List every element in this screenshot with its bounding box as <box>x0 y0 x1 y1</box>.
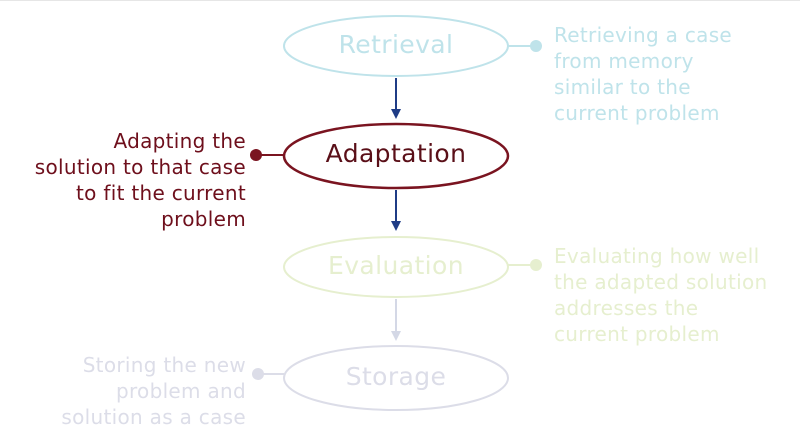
evaluation-node <box>283 236 509 298</box>
retrieval-label: Retrieval <box>338 30 454 59</box>
storage-note-line: Storing the new <box>82 353 246 377</box>
top-border <box>0 0 800 1</box>
connector-dot-retrieval <box>530 40 542 52</box>
adaptation-note-line: problem <box>161 207 246 231</box>
adaptation-note-line: solution to that case <box>34 155 246 179</box>
retrieval-note-line: similar to the <box>554 75 691 99</box>
evaluation-label: Evaluation <box>328 251 464 280</box>
evaluation-note-line: Evaluating how well <box>554 244 760 268</box>
evaluation-note: Evaluating how well the adapted solution… <box>554 243 767 347</box>
adaptation-label: Adaptation <box>325 139 467 168</box>
evaluation-note-line: the adapted solution <box>554 270 768 294</box>
connector-dot-evaluation <box>530 259 542 271</box>
storage-note-line: solution as a case <box>61 405 246 429</box>
storage-node <box>283 345 509 411</box>
storage-label: Storage <box>345 362 447 391</box>
retrieval-note: Retrieving a case from memory similar to… <box>554 22 732 126</box>
connector-dot-storage <box>252 368 264 380</box>
retrieval-note-line: Retrieving a case <box>554 23 733 47</box>
storage-note-line: problem and <box>115 379 246 403</box>
evaluation-note-line: addresses the <box>554 296 699 320</box>
adaptation-note-line: Adapting the <box>113 129 246 153</box>
adaptation-note: Adapting the solution to that case to fi… <box>0 128 246 232</box>
retrieval-note-line: current problem <box>554 101 720 125</box>
retrieval-note-line: from memory <box>554 49 694 73</box>
connector-dot-adaptation <box>250 149 262 161</box>
storage-note: Storing the new problem and solution as … <box>0 352 246 430</box>
adaptation-note-line: to fit the current <box>76 181 246 205</box>
evaluation-note-line: current problem <box>554 322 720 346</box>
